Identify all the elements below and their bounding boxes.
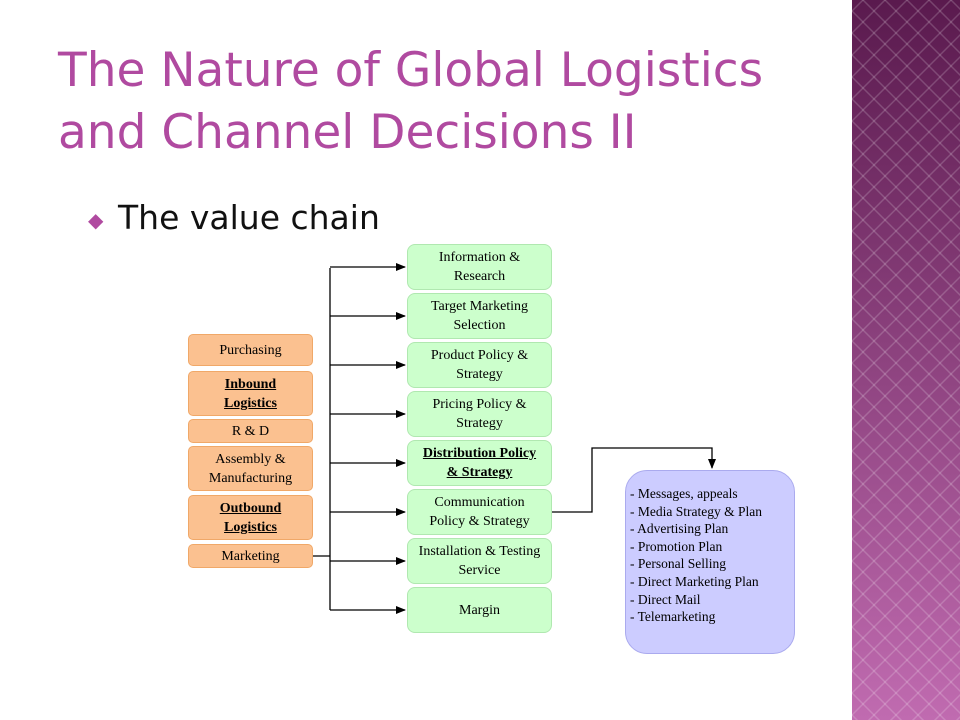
communication-detail-item: - Messages, appeals (630, 486, 738, 501)
communication-detail-item: - Direct Mail (630, 591, 701, 607)
diamond-bullet-icon: ◆ (88, 207, 104, 232)
communication-detail-item: - Direct Marketing Plan (630, 573, 759, 589)
slide-title-line-2: and Channel Decisions II (58, 105, 637, 160)
value-chain-box: Purchasing (188, 334, 313, 366)
communication-detail-item: - Promotion Plan (630, 538, 723, 554)
communication-detail-connector (552, 447, 716, 513)
marketing-component-box: Target Marketing Selection (407, 293, 552, 339)
bullet-point: ◆ The value chain (88, 196, 380, 242)
value-chain-box: R & D (188, 419, 313, 443)
slide-title-line-1: The Nature of Global Logistics (58, 43, 764, 98)
marketing-component-box: Information & Research (407, 244, 552, 290)
decorative-side-panel (852, 0, 960, 720)
communication-detail-item: - Media Strategy & Plan (630, 503, 762, 519)
marketing-component-box: Distribution Policy & Strategy (407, 440, 552, 486)
value-chain-box: Outbound Logistics (188, 495, 313, 540)
communication-details-box: - Messages, appeals - Media Strategy & Pl… (625, 470, 795, 654)
bullet-text: The value chain (118, 198, 380, 237)
value-chain-box: Inbound Logistics (188, 371, 313, 416)
marketing-component-box: Pricing Policy & Strategy (407, 391, 552, 437)
communication-detail-item: - Personal Selling (630, 556, 726, 572)
communication-detail-item: - Advertising Plan (630, 521, 729, 537)
marketing-component-box: Product Policy & Strategy (407, 342, 552, 388)
value-chain-box: Marketing (188, 544, 313, 568)
marketing-component-box: Margin (407, 587, 552, 633)
communication-detail-item: - Telemarketing (630, 609, 716, 625)
value-chain-box: Assembly & Manufacturing (188, 446, 313, 491)
marketing-component-box: Installation & Testing Service (407, 538, 552, 584)
marketing-component-box: Communication Policy & Strategy (407, 489, 552, 535)
